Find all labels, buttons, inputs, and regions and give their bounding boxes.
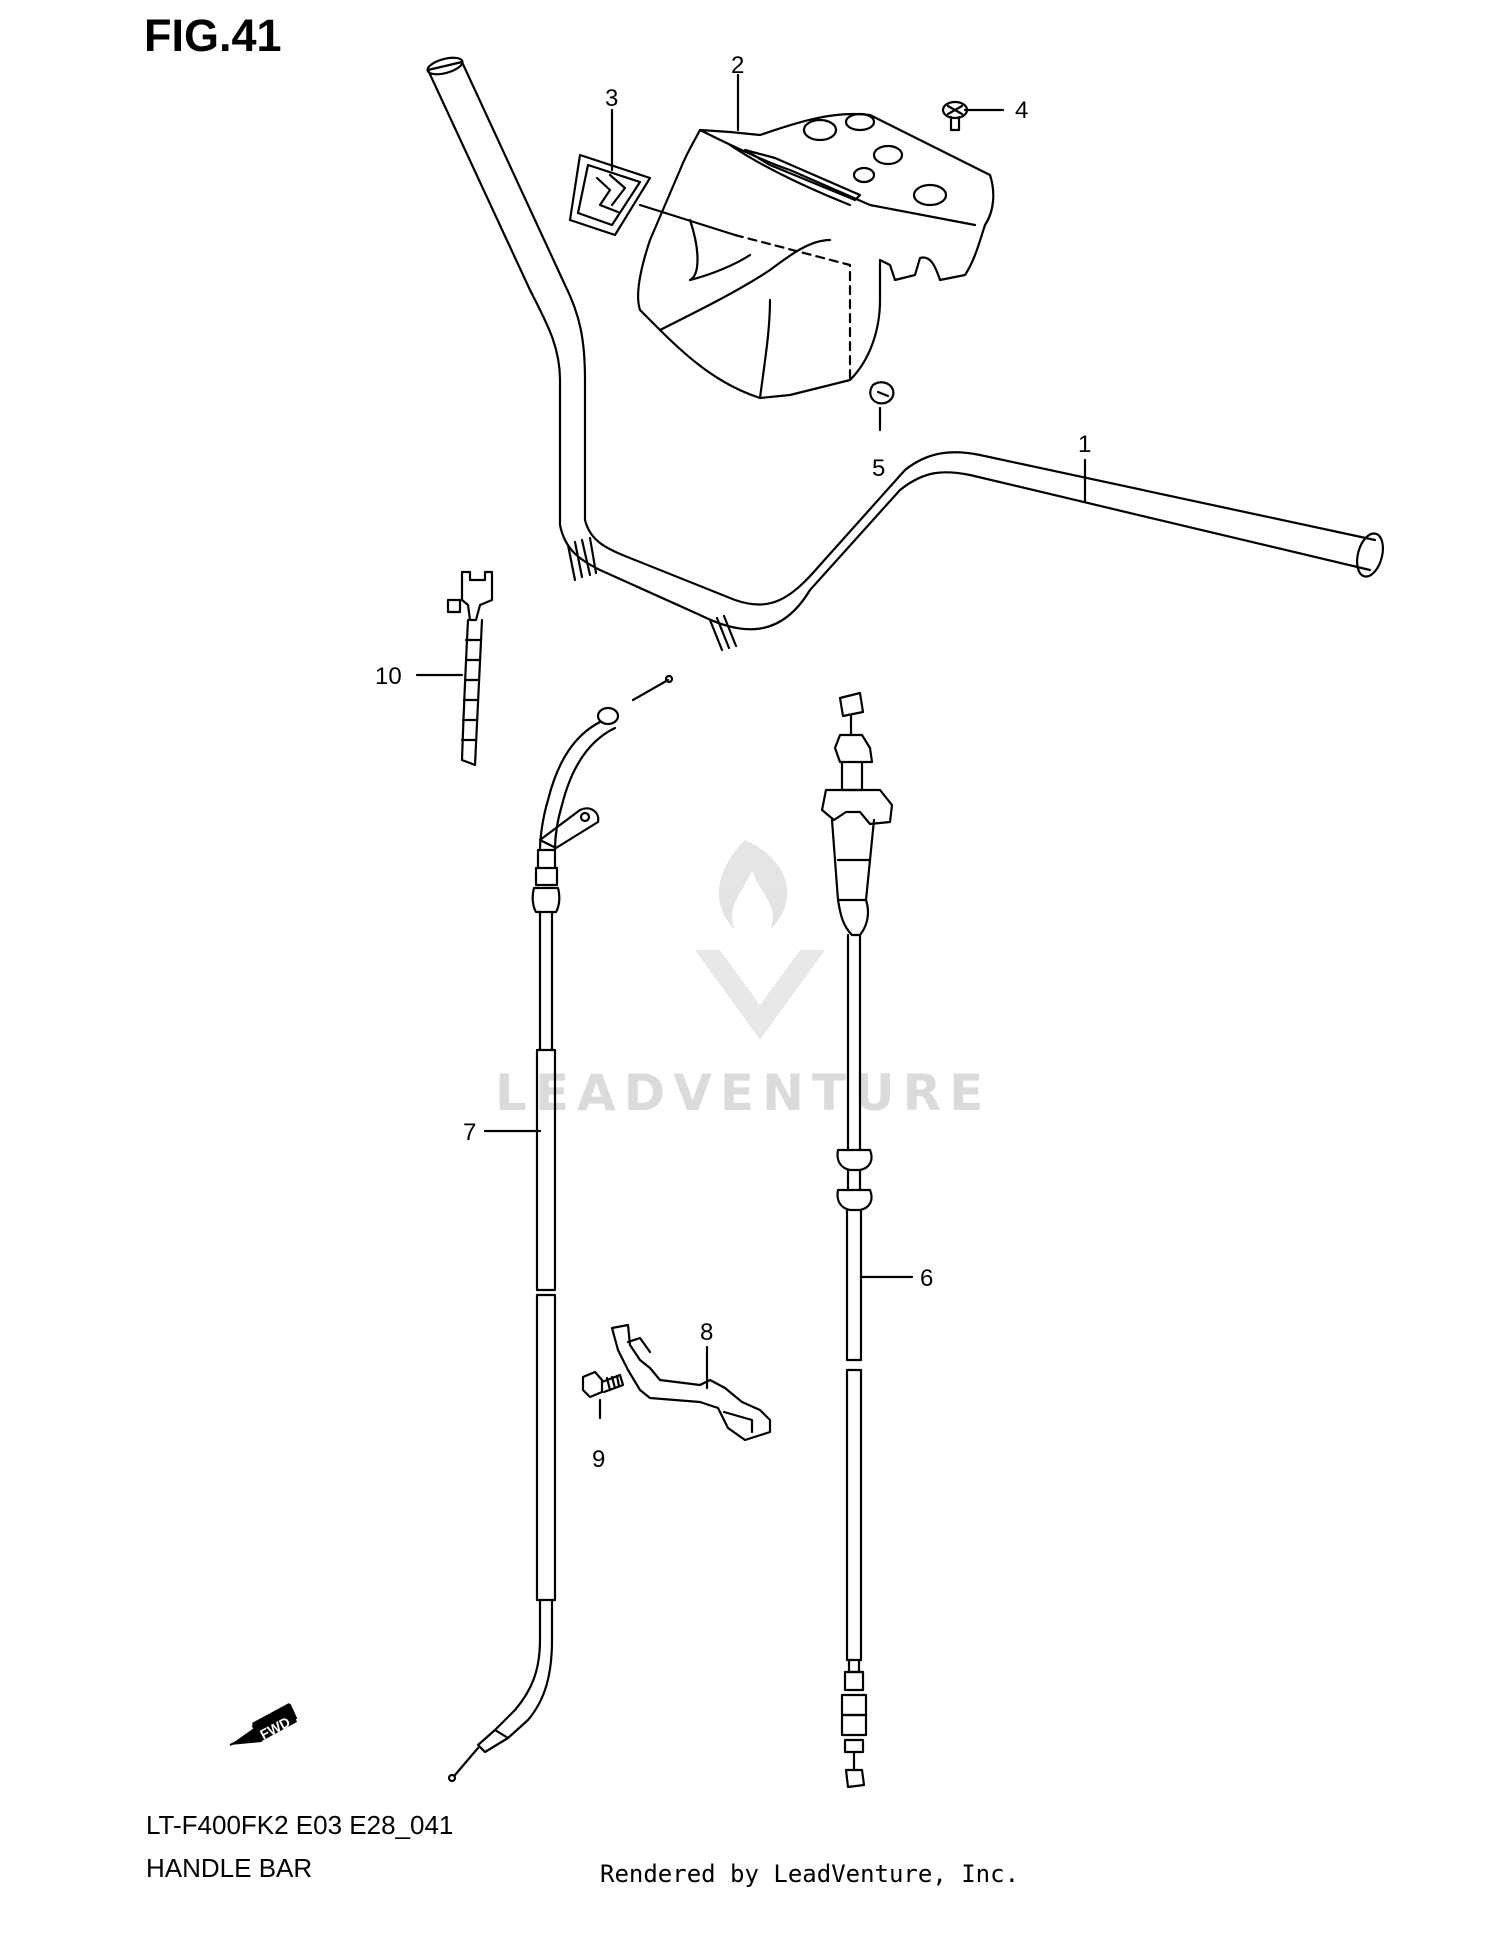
callout-3: 3 <box>605 85 618 112</box>
callout-8: 8 <box>700 1319 713 1346</box>
section-name: HANDLE BAR <box>146 1853 313 1883</box>
throttle-cable-part <box>447 674 674 1783</box>
callout-4: 4 <box>1015 97 1028 124</box>
callout-2: 2 <box>731 52 744 79</box>
callout-6: 6 <box>920 1265 933 1292</box>
screw-part <box>941 100 969 132</box>
leader-lines <box>415 73 1087 1420</box>
handlebar-cover-part <box>636 112 995 400</box>
bolt-part <box>581 1370 625 1399</box>
screw-guide-line <box>733 233 852 382</box>
handlebar-part <box>426 56 1385 652</box>
emblem-leader-line <box>638 203 737 237</box>
choke-cable-part <box>820 691 894 1789</box>
bracket-part <box>610 1323 772 1442</box>
nut-part <box>869 381 895 405</box>
model-code: LT-F400FK2 E03 E28_041 <box>146 1810 454 1840</box>
cable-tie-part <box>446 570 494 767</box>
render-credit: Rendered by LeadVenture, Inc. <box>600 1860 1020 1888</box>
watermark-text: LEADVENTURE <box>495 1064 991 1122</box>
figure-title: FIG.41 <box>144 10 282 61</box>
callout-10: 10 <box>375 663 402 690</box>
callout-5: 5 <box>872 455 885 482</box>
callout-9: 9 <box>592 1446 605 1473</box>
emblem-part <box>568 153 652 237</box>
fwd-arrow: FWD <box>229 1703 298 1746</box>
callout-1: 1 <box>1078 431 1091 458</box>
leadventure-watermark: LEADVENTURE <box>495 840 991 1122</box>
callout-7: 7 <box>463 1119 476 1146</box>
